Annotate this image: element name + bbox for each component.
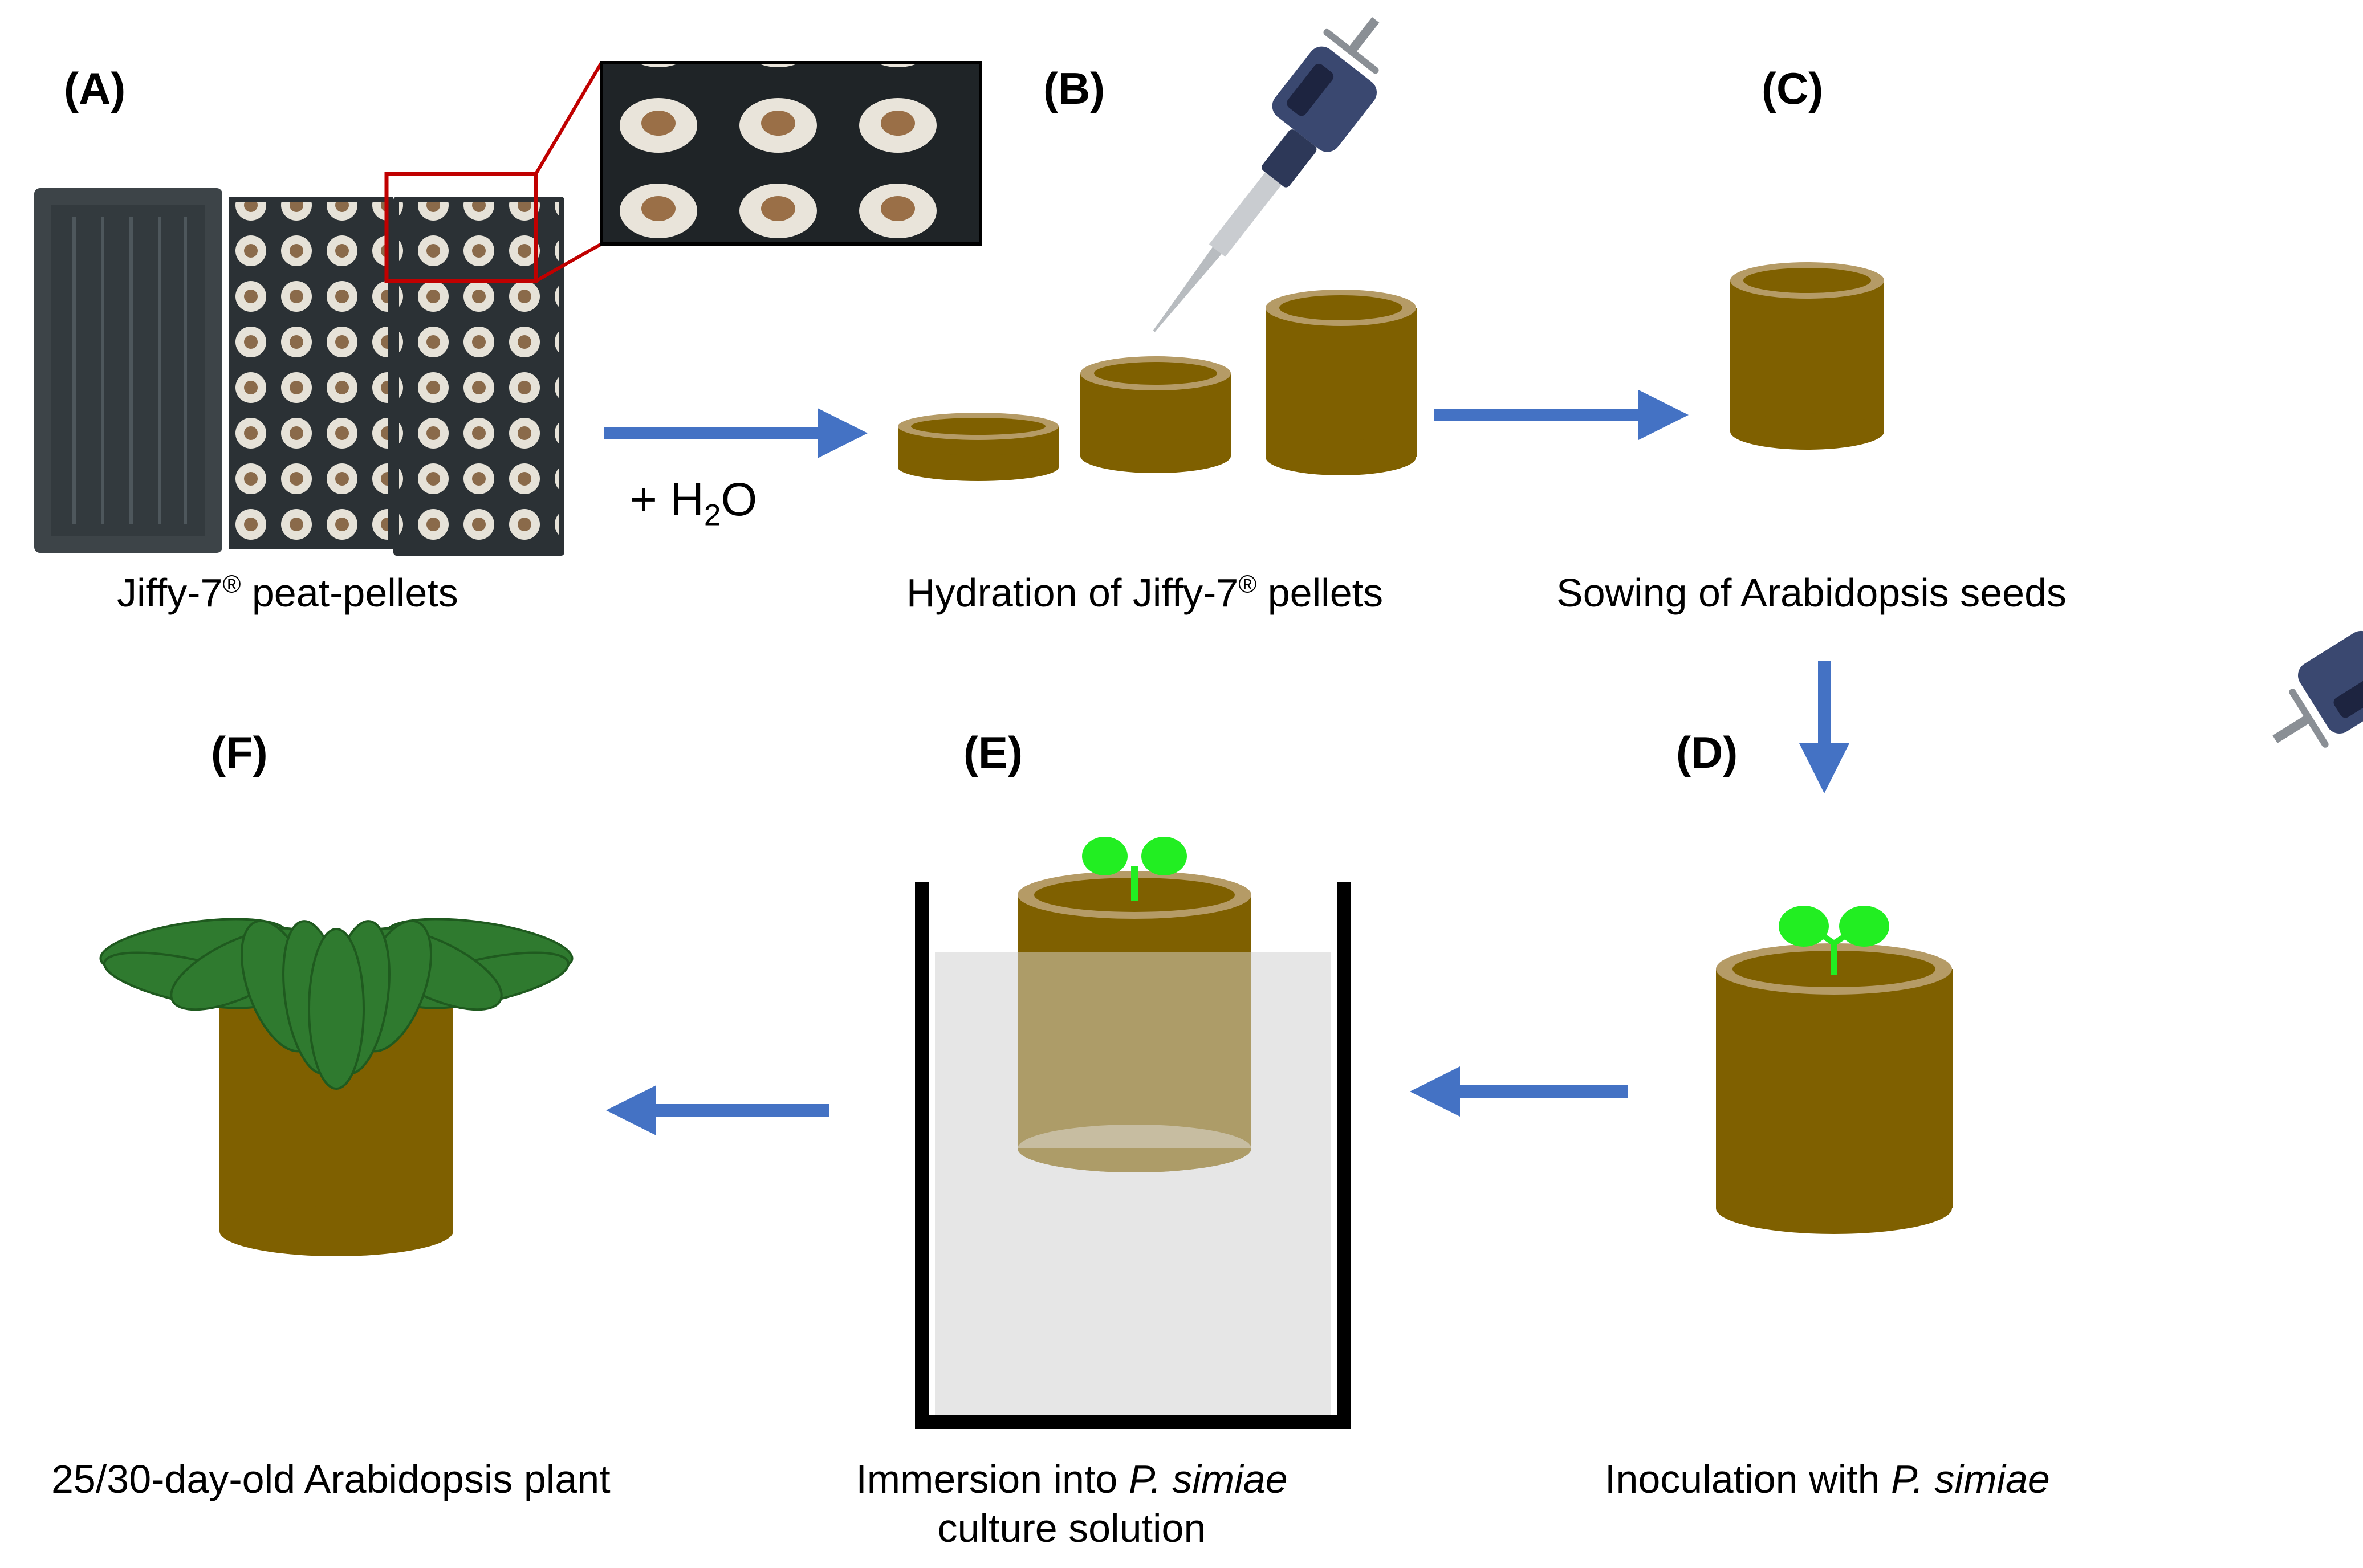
caption-d: Inoculation with P. simiae (1605, 1457, 2050, 1501)
pellet-tray-middle (231, 199, 391, 547)
caption-c: Sowing of Arabidopsis seeds (1556, 571, 2067, 615)
seedling-icon (1779, 906, 1889, 975)
caption-a: Jiffy-7® peat-pellets (117, 571, 458, 615)
tray-photo (34, 62, 603, 556)
panel-label-e: (E) (963, 727, 1023, 777)
rosette-plant-icon (99, 918, 574, 1090)
seedling-icon (1082, 837, 1187, 901)
panel-label-b: (B) (1043, 63, 1105, 113)
panel-label-d: (D) (1676, 727, 1738, 777)
water-label: + H2O (630, 474, 758, 532)
beaker-icon (915, 837, 1351, 1429)
caption-f: 25/30-day-old Arabidopsis plant (51, 1457, 611, 1501)
pellet-with-seedling (1716, 943, 1953, 1234)
caption-e: Immersion into P. simiae culture solutio… (856, 1457, 1288, 1550)
submerged-pellet (1018, 871, 1251, 1172)
swelling-pellet (1080, 356, 1231, 473)
panel-label-f: (F) (211, 727, 268, 777)
panel-label-c: (C) (1762, 63, 1824, 113)
pipette-icon (1153, 17, 1380, 332)
pipette-icon (2272, 630, 2363, 748)
tray-zoom-inset (600, 61, 982, 246)
zoom-highlight-box (384, 172, 538, 283)
pellet-for-sowing (1730, 262, 1884, 450)
dry-pellet (898, 413, 1059, 481)
caption-b: Hydration of Jiffy-7® pellets (906, 571, 1384, 615)
panel-label-a: (A) (64, 63, 126, 113)
hydrated-pellet (1266, 290, 1417, 475)
